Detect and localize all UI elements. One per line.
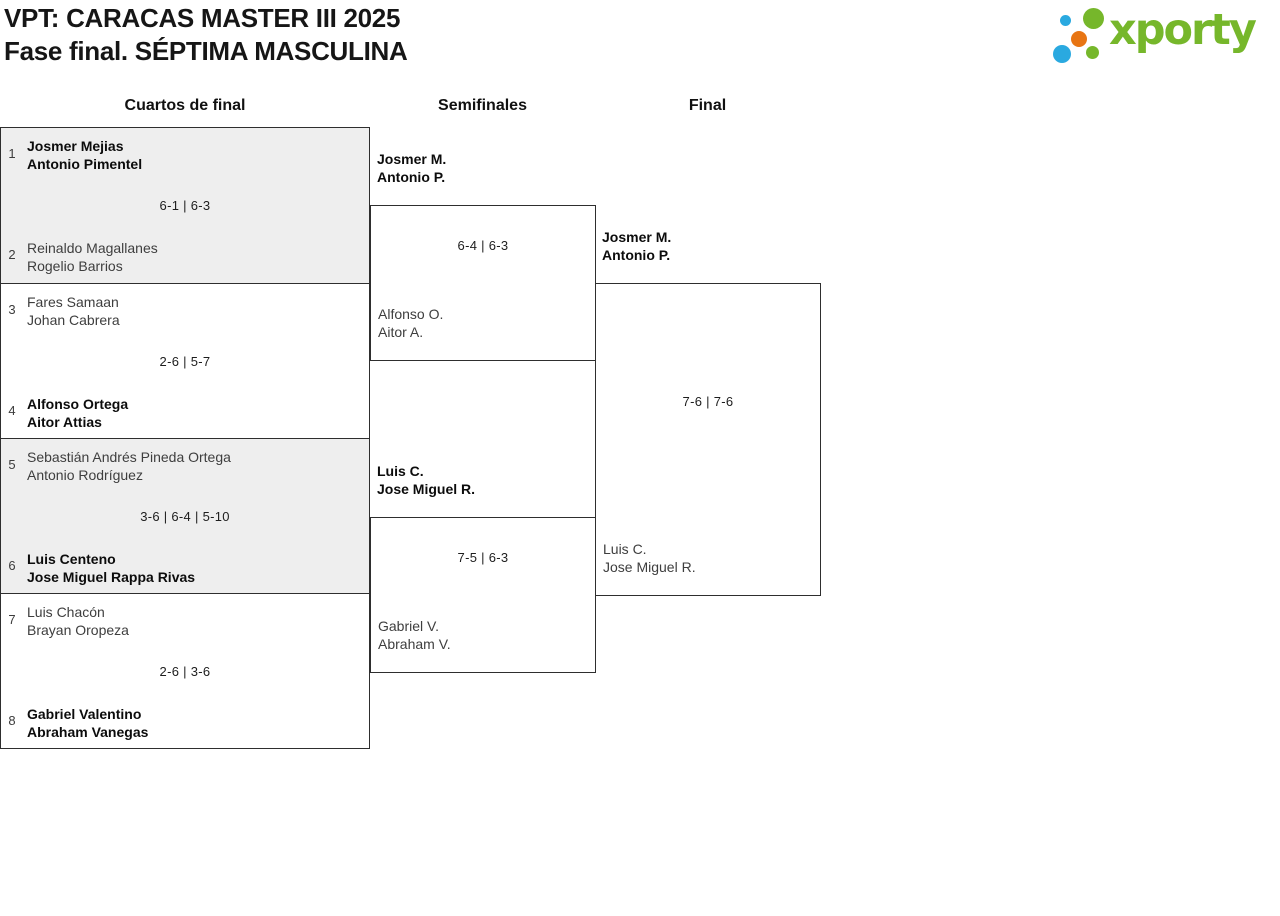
team-entry[interactable]: Fares Samaan Johan Cabrera — [27, 294, 120, 328]
final-match: 7-6 | 7-6 Luis C. Jose Miguel R. — [595, 283, 821, 596]
qf-match-4: 7 Luis Chacón Brayan Oropeza 2-6 | 3-6 8… — [1, 593, 369, 748]
qf-match-1: 1 Josmer Mejias Antonio Pimentel 6-1 | 6… — [1, 128, 369, 283]
logo-dot-icon — [1083, 8, 1104, 29]
team-entry[interactable]: Josmer Mejias Antonio Pimentel — [27, 138, 143, 172]
tournament-title: VPT: CARACAS MASTER III 2025 — [4, 3, 401, 33]
seed-number: 2 — [8, 247, 16, 262]
logo-dot-icon — [1086, 46, 1099, 59]
seed-number: 4 — [8, 403, 16, 418]
qf-match-3: 5 Sebastián Andrés Pineda Ortega Antonio… — [1, 438, 369, 593]
team-entry[interactable]: Alfonso Ortega Aitor Attias — [27, 396, 129, 430]
sf-match-1: 6-4 | 6-3 Alfonso O. Aitor A. — [370, 205, 596, 361]
match-score: 2-6 | 3-6 — [159, 664, 211, 679]
team-entry[interactable]: Alfonso O. Aitor A. — [378, 306, 444, 340]
team-entry[interactable]: Sebastián Andrés Pineda Ortega Antonio R… — [27, 449, 231, 483]
qf-match-2: 3 Fares Samaan Johan Cabrera 2-6 | 5-7 4… — [1, 283, 369, 438]
team-entry[interactable]: Josmer M. Antonio P. — [602, 229, 672, 263]
round-header-final: Final — [688, 97, 727, 114]
seed-number: 5 — [8, 457, 16, 472]
match-score: 6-4 | 6-3 — [457, 238, 509, 253]
sf-match-2: 7-5 | 6-3 Gabriel V. Abraham V. — [370, 517, 596, 673]
match-score: 7-5 | 6-3 — [457, 550, 509, 565]
team-entry[interactable]: Luis C. Jose Miguel R. — [603, 541, 696, 575]
seed-number: 8 — [8, 713, 16, 728]
match-score: 7-6 | 7-6 — [682, 394, 734, 409]
match-score: 6-1 | 6-3 — [159, 198, 211, 213]
logo-dot-icon — [1071, 31, 1087, 47]
logo-dot-icon — [1053, 45, 1071, 63]
match-score: 3-6 | 6-4 | 5-10 — [140, 509, 230, 524]
team-entry[interactable]: Gabriel V. Abraham V. — [378, 618, 451, 652]
seed-number: 6 — [8, 558, 16, 573]
round-header-semifinals: Semifinales — [438, 97, 527, 114]
match-score: 2-6 | 5-7 — [159, 354, 211, 369]
team-entry[interactable]: Reinaldo Magallanes Rogelio Barrios — [27, 240, 158, 274]
team-entry[interactable]: Gabriel Valentino Abraham Vanegas — [27, 706, 149, 740]
quarterfinals-column: 1 Josmer Mejias Antonio Pimentel 6-1 | 6… — [0, 127, 370, 749]
xporty-logo[interactable]: xporty — [1050, 0, 1280, 72]
round-header-quarterfinals: Cuartos de final — [124, 97, 246, 114]
phase-category-subtitle: Fase final. SÉPTIMA MASCULINA — [4, 36, 408, 66]
team-entry[interactable]: Luis Centeno Jose Miguel Rappa Rivas — [27, 551, 196, 585]
team-entry[interactable]: Luis C. Jose Miguel R. — [377, 463, 476, 497]
logo-dot-icon — [1060, 15, 1071, 26]
team-entry[interactable]: Josmer M. Antonio P. — [377, 151, 447, 185]
seed-number: 1 — [8, 146, 16, 161]
seed-number: 7 — [8, 612, 16, 627]
team-entry[interactable]: Luis Chacón Brayan Oropeza — [27, 604, 129, 638]
logo-wordmark: xporty — [1109, 5, 1257, 55]
seed-number: 3 — [8, 302, 16, 317]
